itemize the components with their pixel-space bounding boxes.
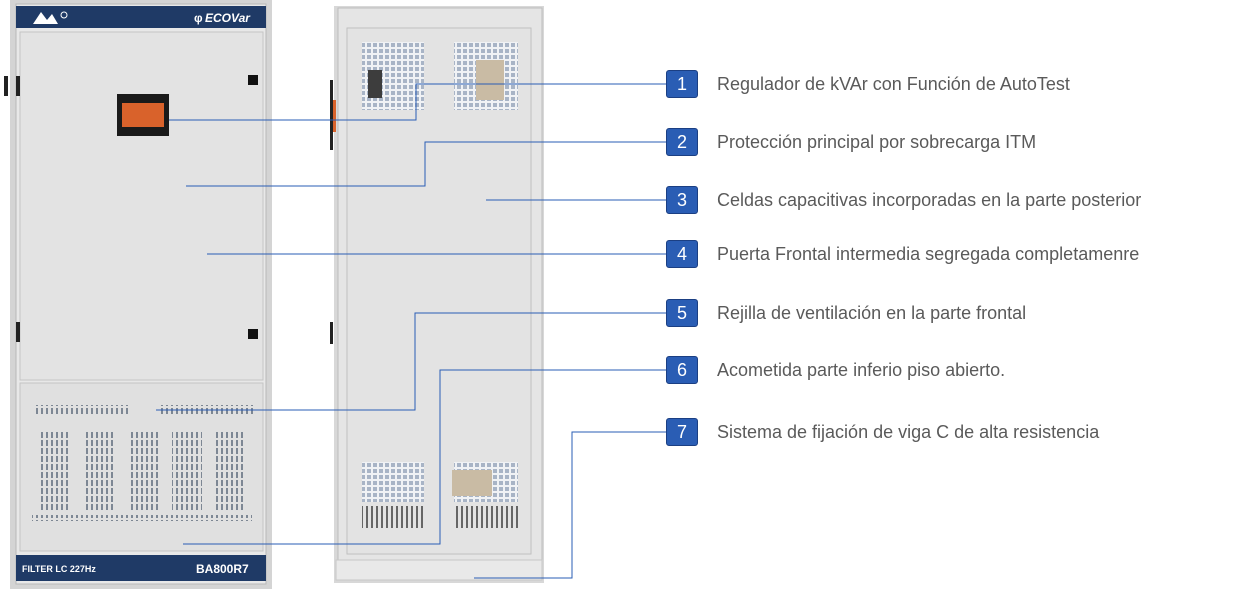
callout-number-7: 7 xyxy=(666,418,698,446)
callout-number-6: 6 xyxy=(666,356,698,384)
callout-label-1: Regulador de kVAr con Función de AutoTes… xyxy=(717,73,1070,94)
leader-line-1 xyxy=(169,83,666,121)
regulator-display xyxy=(117,94,169,136)
callout-6: 6 Acometida parte inferio piso abierto. xyxy=(666,356,1005,384)
callout-number-2: 2 xyxy=(666,128,698,156)
front-cabinet: ECOVar φ FILTER LC 227Hz BA800R7 xyxy=(4,0,272,589)
callout-5: 5 Rejilla de ventilación en la parte fro… xyxy=(666,299,1026,327)
callout-label-5: Rejilla de ventilación en la parte front… xyxy=(717,302,1027,323)
leader-line-6 xyxy=(183,369,666,545)
leader-line-2 xyxy=(186,141,666,187)
brand-name: ECOVar xyxy=(205,11,251,25)
callout-label-7: Sistema de fijación de viga C de alta re… xyxy=(717,421,1100,442)
callout-label-6: Acometida parte inferio piso abierto. xyxy=(717,359,1006,380)
footer-bar xyxy=(16,555,266,581)
callout-2: 2 Protección principal por sobrecarga IT… xyxy=(666,128,1036,156)
callout-label-3: Celdas capacitivas incorporadas en la pa… xyxy=(717,189,1142,210)
footer-model-code: BA800R7 xyxy=(196,562,249,576)
ecovar-logo xyxy=(33,11,68,24)
header-bar xyxy=(16,6,266,28)
callout-1: 1 Regulador de kVAr con Función de AutoT… xyxy=(666,70,1070,98)
callout-label-4: Puerta Frontal intermedia segregada comp… xyxy=(717,243,1140,264)
callout-label-2: Protección principal por sobrecarga ITM xyxy=(717,131,1037,152)
callout-7: 7 Sistema de fijación de viga C de alta … xyxy=(666,418,1099,446)
leader-line-5 xyxy=(156,312,666,411)
footer-model-label: FILTER LC 227Hz xyxy=(22,564,96,574)
callout-number-4: 4 xyxy=(666,240,698,268)
leader-line-7 xyxy=(474,431,666,579)
side-cabinet xyxy=(330,6,544,583)
callout-3: 3 Celdas capacitivas incorporadas en la … xyxy=(666,186,1141,214)
leader-lines xyxy=(156,83,666,579)
upper-door xyxy=(19,31,264,381)
callout-number-5: 5 xyxy=(666,299,698,327)
callout-number-1: 1 xyxy=(666,70,698,98)
svg-text:φ: φ xyxy=(194,11,203,25)
callout-4: 4 Puerta Frontal intermedia segregada co… xyxy=(666,240,1139,268)
callout-number-3: 3 xyxy=(666,186,698,214)
